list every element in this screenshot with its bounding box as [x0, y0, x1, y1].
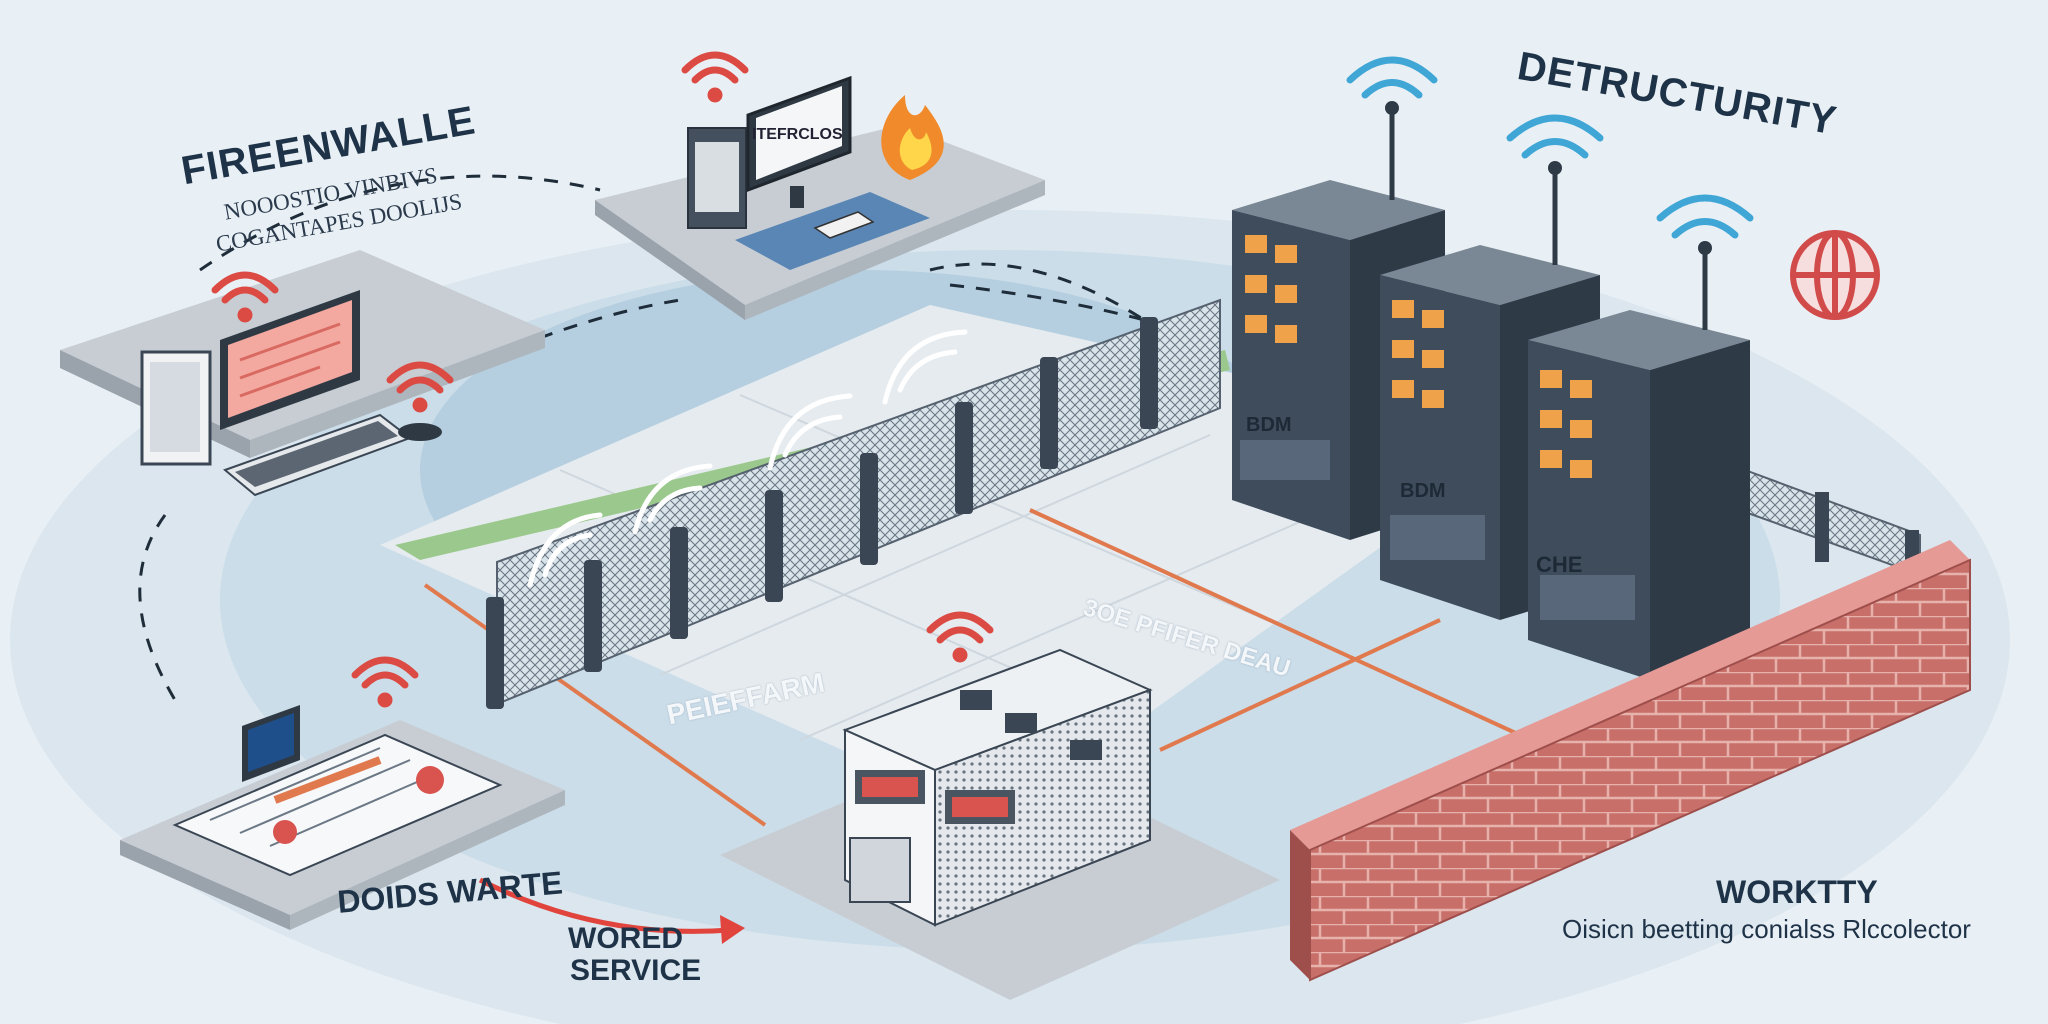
desktop-computer-icon: [60, 250, 545, 497]
brick-wall-icon: [1290, 540, 1971, 982]
connector-lines: [423, 508, 1521, 827]
server-1-label: BDM: [1246, 414, 1292, 436]
fence-wifi-icon: [527, 329, 968, 588]
monitor-screen-text: ITEFRCLOS: [752, 126, 843, 143]
chain-link-fence-icon: [486, 298, 1921, 709]
globe-icon: [1790, 230, 1880, 320]
arrow-icon: [478, 877, 731, 934]
circuit-station: [120, 705, 565, 930]
monitoring-station: [595, 75, 1045, 320]
collector-caption: Oisicn beetting conialss Rlccolector: [1562, 914, 1971, 944]
workty-title: WORKTTY: [1716, 874, 1878, 910]
server-3-label: CHE: [1536, 552, 1583, 577]
wifi-icon: [211, 51, 1754, 708]
service-label: SERVICE: [570, 954, 702, 987]
fire-icon: [881, 95, 944, 180]
network-appliance-icon: [720, 648, 1280, 1000]
server-rack-icon: [1232, 101, 1750, 680]
server-2-label: BDM: [1400, 480, 1446, 502]
arrow-head-icon: [720, 915, 745, 944]
wored-label: WORED: [568, 922, 683, 955]
